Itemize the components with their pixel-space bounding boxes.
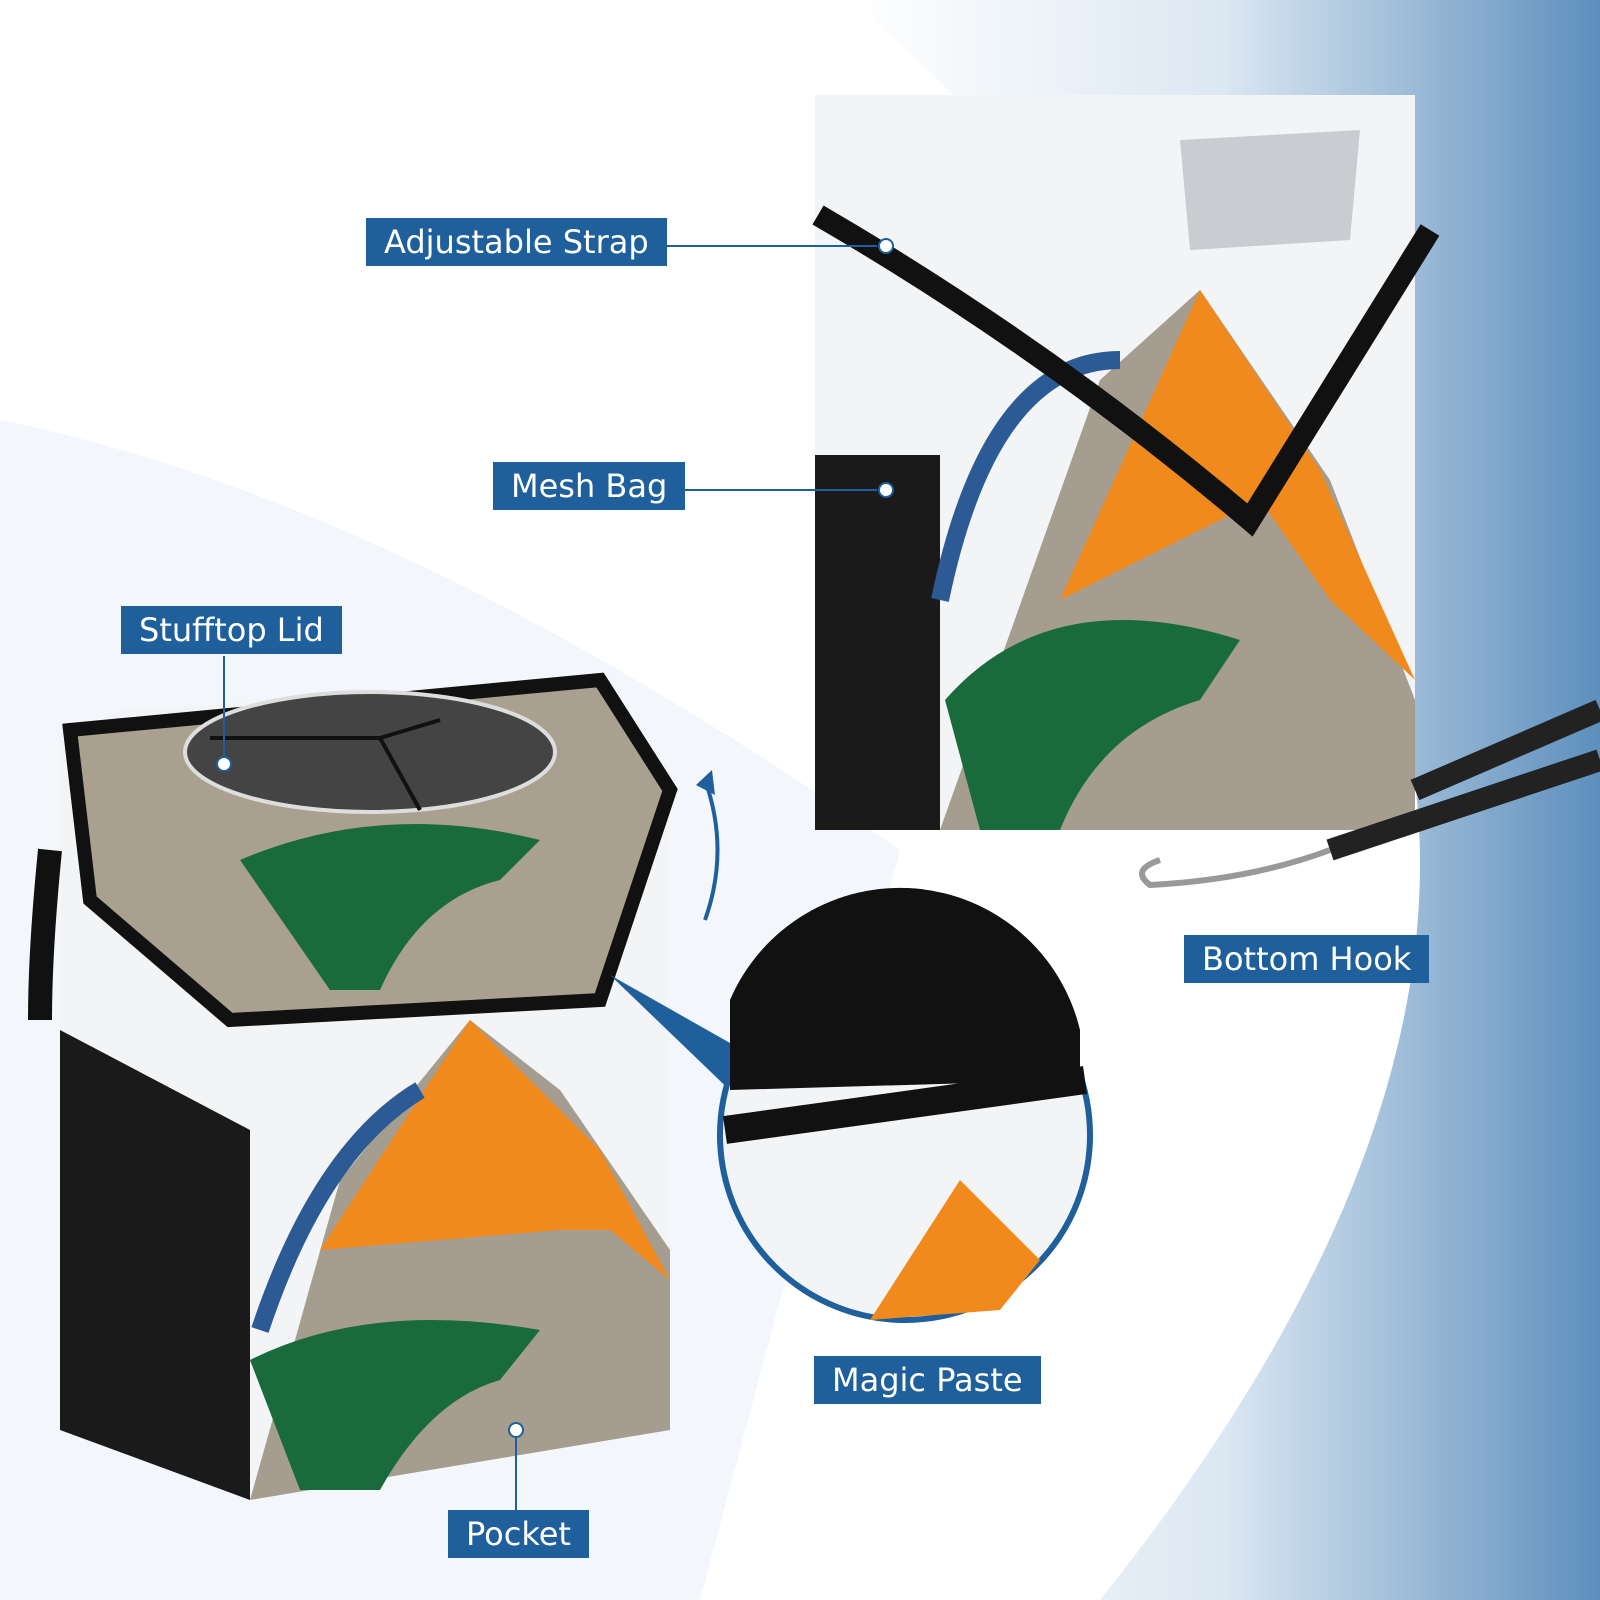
mesh-bag-label: Mesh Bag [493, 462, 686, 510]
callout-line [665, 245, 877, 247]
bag-left [28, 672, 678, 1500]
magic-paste-label: Magic Paste [814, 1356, 1041, 1404]
magic-paste-detail [610, 887, 1093, 1323]
callout-dot [216, 756, 232, 772]
bottom-hook-label: Bottom Hook [1184, 935, 1430, 983]
callout-line [665, 489, 877, 491]
bag-right [812, 95, 1600, 889]
adjustable-strap-label: Adjustable Strap [366, 218, 667, 266]
callout-line [223, 656, 225, 756]
callout-line [515, 1436, 517, 1511]
callout-dot [878, 238, 894, 254]
pocket-label: Pocket [448, 1510, 589, 1558]
callout-dot [878, 482, 894, 498]
stufftop-lid-label: Stufftop Lid [121, 606, 342, 654]
